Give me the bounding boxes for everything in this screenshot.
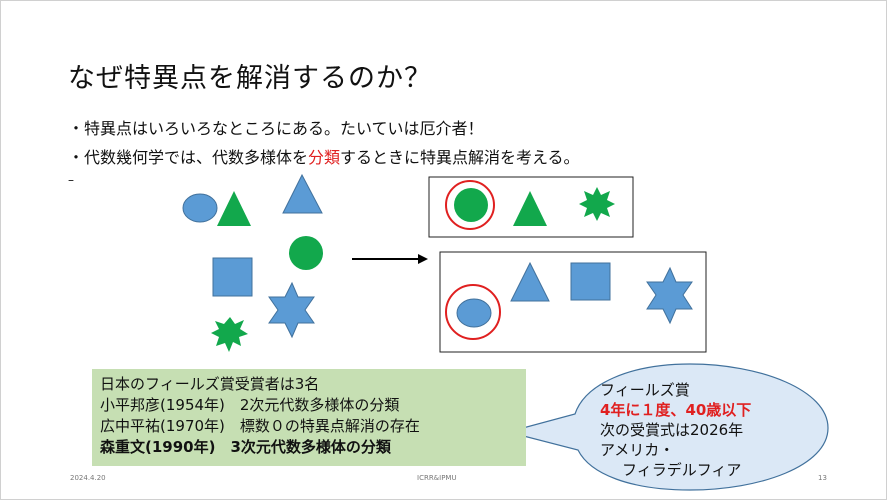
fields-medal-info-box: 日本のフィールズ賞受賞者は3名 小平邦彦(1954年) 2次元代数多様体の分類 … <box>92 369 526 466</box>
callout-line-2: 4年に１度、40歳以下 <box>600 401 752 419</box>
bullet-2-part-b: するときに特異点解消を考える。 <box>340 148 580 167</box>
bullet-1: ・特異点はいろいろなところにある。たいていは厄介者！ <box>68 119 484 138</box>
arrow-head <box>418 254 428 264</box>
green-triangle-in-box <box>513 191 547 226</box>
bullet-2-highlight: 分類 <box>308 148 341 167</box>
footer-page-number: 13 <box>818 474 827 482</box>
bullet-2: ・代数幾何学では、代数多様体を分類するときに特異点解消を考える。 <box>68 144 580 168</box>
blue-square-shape <box>212 257 253 297</box>
callout-line-1: フィールズ賞 <box>600 381 690 399</box>
footer-date: 2024.4.20 <box>70 474 106 482</box>
bullet-2-part-a: ・代数幾何学では、代数多様体を <box>68 148 309 167</box>
green-circle-shape <box>289 236 323 270</box>
slide-title: なぜ特異点を解消するのか？ <box>68 63 432 94</box>
green-triangle-shape <box>217 191 251 226</box>
callout-line-5: フィラデルフィア <box>622 461 742 479</box>
blue-ellipse-in-box <box>456 298 492 328</box>
red-highlight-ring-2 <box>445 284 501 340</box>
info-line-2: 小平邦彦(1954年) 2次元代数多様体の分類 <box>100 396 400 414</box>
callout-line-3: 次の受賞式は2026年 <box>600 421 744 439</box>
blue-triangle-shape <box>282 173 323 214</box>
green-explosion-in-box <box>579 187 615 221</box>
info-line-4: 森重文(1990年) 3次元代数多様体の分類 <box>100 438 391 456</box>
footer-center: ICRR&IPMU <box>417 474 457 482</box>
green-explosion-shape <box>211 317 248 352</box>
red-highlight-ring-1 <box>445 180 495 230</box>
blue-ellipse-shape <box>182 193 218 223</box>
dash-mark: – <box>68 173 74 187</box>
callout-line-4: アメリカ・ <box>600 441 675 459</box>
callout-text: フィールズ賞 4年に１度、40歳以下 次の受賞式は2026年 アメリカ・ フィラ… <box>600 380 751 480</box>
green-circle-in-box <box>454 188 488 222</box>
blue-triangle-in-box <box>510 261 550 302</box>
blue-star-shape <box>268 281 315 339</box>
blue-star-in-box <box>646 266 693 325</box>
speech-callout-shape <box>505 363 829 491</box>
blue-square-in-box <box>570 262 611 301</box>
info-line-1: 日本のフィールズ賞受賞者は3名 <box>100 375 320 393</box>
info-line-3: 広中平祐(1970年) 標数０の特異点解消の存在 <box>100 417 420 435</box>
